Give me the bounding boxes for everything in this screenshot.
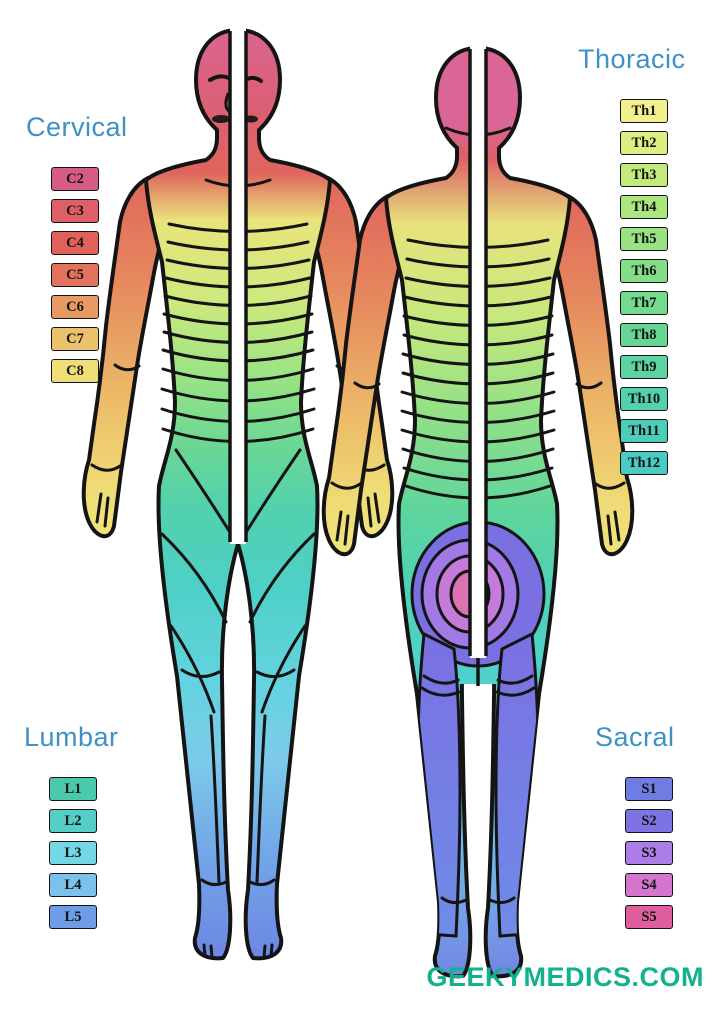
dermatome-swatch-label: C6 — [66, 298, 84, 315]
sacral-title: Sacral — [595, 722, 675, 752]
dermatome-swatch-Th12: Th12 — [620, 451, 668, 475]
dermatome-swatch-Th8: Th8 — [620, 323, 668, 347]
dermatome-swatch-Th1: Th1 — [620, 99, 668, 123]
dermatome-swatch-Th2: Th2 — [620, 131, 668, 155]
dermatome-swatch-C3: C3 — [51, 199, 99, 223]
dermatome-swatch-label: C4 — [66, 234, 84, 251]
dermatome-swatch-Th3: Th3 — [620, 163, 668, 187]
dermatome-swatch-label: S2 — [641, 812, 657, 829]
posterior-right-leg-band — [494, 631, 540, 938]
dermatome-swatch-S4: S4 — [625, 873, 673, 897]
dermatome-swatch-label: C8 — [66, 362, 84, 379]
dermatome-swatch-label: L1 — [64, 780, 82, 797]
dermatome-swatch-label: Th4 — [631, 198, 657, 215]
posterior-midline-strip — [468, 34, 488, 686]
posterior-right-arm — [549, 194, 635, 556]
dermatome-swatch-C5: C5 — [51, 263, 99, 287]
dermatome-swatch-C2: C2 — [51, 167, 99, 191]
posterior-figure-svg — [321, 34, 635, 979]
cervical-title: Cervical — [26, 112, 128, 142]
dermatome-swatch-label: Th6 — [631, 262, 657, 279]
posterior-left-leg-band — [416, 631, 462, 938]
dermatome-swatch-label: Th1 — [631, 102, 657, 119]
dermatome-swatch-label: S3 — [641, 844, 657, 861]
dermatome-swatch-label: Th11 — [628, 422, 660, 439]
dermatome-swatch-Th5: Th5 — [620, 227, 668, 251]
posterior-left-arm — [321, 194, 407, 556]
dermatome-swatch-Th11: Th11 — [620, 419, 668, 443]
dermatome-swatch-L4: L4 — [49, 873, 97, 897]
dermatome-swatch-label: L5 — [64, 908, 82, 925]
dermatome-swatch-S5: S5 — [625, 905, 673, 929]
dermatome-swatch-label: Th9 — [631, 358, 657, 375]
dermatome-swatch-label: S4 — [641, 876, 657, 893]
brand-logo: GEEKYMEDICS.COM — [426, 962, 704, 992]
dermatome-swatch-label: L2 — [64, 812, 82, 829]
dermatome-swatch-label: Th8 — [631, 326, 657, 343]
anterior-left-arm — [81, 176, 167, 538]
dermatome-swatch-L3: L3 — [49, 841, 97, 865]
thoracic-title: Thoracic — [578, 44, 686, 74]
dermatome-swatch-L2: L2 — [49, 809, 97, 833]
dermatome-swatch-C8: C8 — [51, 359, 99, 383]
dermatome-swatch-label: C3 — [66, 202, 84, 219]
dermatome-swatch-label: L4 — [64, 876, 82, 893]
dermatome-swatch-label: C5 — [66, 266, 84, 283]
dermatome-swatch-S2: S2 — [625, 809, 673, 833]
dermatome-swatch-S1: S1 — [625, 777, 673, 801]
dermatome-swatch-Th4: Th4 — [620, 195, 668, 219]
dermatome-swatch-C6: C6 — [51, 295, 99, 319]
dermatome-swatch-Th10: Th10 — [620, 387, 668, 411]
dermatome-swatch-L1: L1 — [49, 777, 97, 801]
dermatome-swatch-label: Th3 — [631, 166, 657, 183]
dermatome-swatch-label: Th2 — [631, 134, 657, 151]
dermatome-swatch-Th9: Th9 — [620, 355, 668, 379]
dermatome-swatch-label: L3 — [64, 844, 82, 861]
dermatome-swatch-C7: C7 — [51, 327, 99, 351]
dermatome-swatch-label: S1 — [641, 780, 657, 797]
anterior-midline-strip — [228, 16, 248, 544]
dermatome-swatch-label: S5 — [641, 908, 657, 925]
dermatome-swatch-label: C2 — [66, 170, 84, 187]
dermatome-swatch-Th6: Th6 — [620, 259, 668, 283]
posterior-lower-lines — [420, 674, 536, 905]
dermatome-swatch-label: C7 — [66, 330, 84, 347]
dermatome-swatch-C4: C4 — [51, 231, 99, 255]
dermatome-swatch-Th7: Th7 — [620, 291, 668, 315]
dermatome-swatch-label: Th12 — [627, 454, 661, 471]
lumbar-title: Lumbar — [24, 722, 119, 752]
dermatome-swatch-label: Th7 — [631, 294, 657, 311]
dermatome-swatch-L5: L5 — [49, 905, 97, 929]
dermatome-swatch-S3: S3 — [625, 841, 673, 865]
dermatome-swatch-label: Th10 — [627, 390, 661, 407]
dermatome-swatch-label: Th5 — [631, 230, 657, 247]
